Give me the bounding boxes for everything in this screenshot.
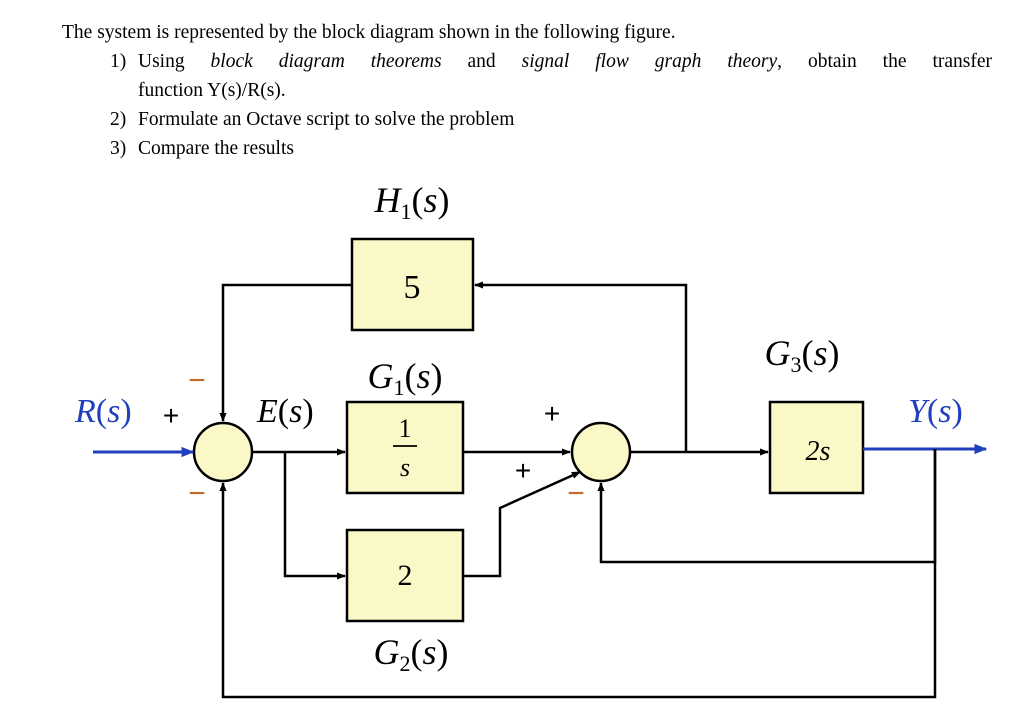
h1-gain: 5 (404, 269, 421, 306)
g3-gain: 2s (806, 436, 831, 467)
g3-label: G3(s) (764, 333, 839, 377)
g1-label: G1(s) (367, 356, 442, 400)
g1-numerator: 1 (399, 414, 412, 443)
summing-junction-1 (192, 421, 254, 483)
task-emphasis: block diagram theorems (210, 51, 442, 72)
junction-1-bottom-sign: − (188, 477, 206, 510)
junction-2-left-sign: + (544, 398, 560, 429)
problem-statement: The system is represented by the block d… (62, 18, 992, 163)
task-1-line-1: Using block diagram theorems and signal … (138, 47, 992, 76)
summing-junction-2 (570, 421, 632, 483)
junction-2-lower-left-sign: + (515, 455, 531, 486)
task-1-line-2: function Y(s)/R(s). (138, 80, 286, 101)
task-text: , obtain the transfer (777, 51, 992, 72)
g2-block (345, 528, 465, 623)
outer-unity-feedback-wire (219, 449, 937, 699)
g2-label: G2(s) (373, 632, 448, 676)
output-label: Y(s) (908, 393, 963, 430)
task-number: 1) (110, 51, 127, 72)
g2-gain: 2 (398, 559, 413, 592)
h1-feedback-out-wire (219, 283, 352, 422)
task-item-2: 2) Formulate an Octave script to solve t… (62, 105, 992, 134)
error-to-g2-wire (283, 452, 346, 580)
h1-label: H1(s) (373, 180, 449, 224)
junction-2-bottom-sign: − (567, 477, 585, 510)
task-text: Using (138, 51, 211, 72)
input-label: R(s) (74, 393, 132, 430)
error-label: E(s) (256, 393, 314, 430)
g2-to-junction-2-wire (463, 470, 581, 578)
task-item-3: 3) Compare the results (62, 134, 992, 163)
g1-denominator: s (400, 453, 410, 482)
problem-intro: The system is represented by the block d… (62, 22, 676, 43)
task-text: and (441, 51, 522, 72)
task-text: Compare the results (138, 138, 294, 159)
inner-unity-feedback-wire (597, 449, 937, 564)
g1-block (345, 400, 465, 495)
h1-feedback-in-wire (474, 281, 688, 452)
junction-1-left-sign: + (163, 400, 179, 431)
task-emphasis: signal flow graph theory (521, 51, 778, 72)
task-item-1: 1) Using block diagram theorems and sign… (62, 47, 992, 105)
junction-1-top-sign: − (188, 364, 206, 397)
task-number: 3) (110, 138, 127, 159)
task-list: 1) Using block diagram theorems and sign… (62, 47, 992, 163)
task-number: 2) (110, 109, 127, 130)
task-text: Formulate an Octave script to solve the … (138, 109, 515, 130)
